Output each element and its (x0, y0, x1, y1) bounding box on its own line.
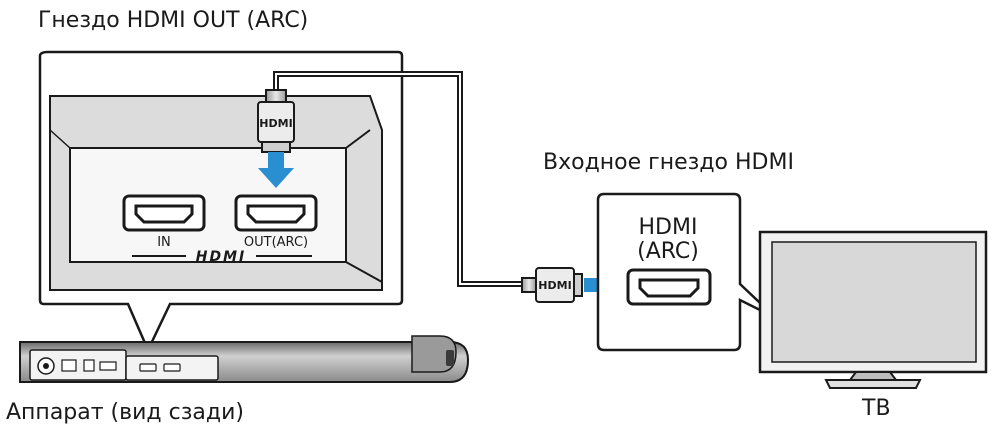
tv-hdmi-port-icon (626, 268, 712, 306)
panel-in-label: IN (157, 235, 171, 250)
arrow-down-icon (258, 152, 294, 188)
tv-icon (758, 230, 988, 389)
hdmi-plug-top-icon (257, 89, 295, 153)
tv-label: ТВ (862, 396, 891, 421)
hdmi-in-port-icon (122, 194, 206, 232)
hdmi-out-jack-label: Гнездо HDMI OUT (ARC) (38, 8, 309, 33)
rear-panel-callout (38, 50, 404, 354)
tv-port-label-line1: HDMI (638, 215, 698, 240)
soundbar-rear-icon (19, 335, 470, 383)
hdmi-plug-side-icon (521, 267, 583, 303)
tv-port-label: HDMI (ARC) (604, 216, 732, 264)
hdmi-input-jack-label: Входное гнездо HDMI (543, 150, 794, 175)
plug-side-label: HDMI (538, 279, 571, 292)
plug-top-label: HDMI (259, 117, 292, 130)
hdmi-out-port-icon (234, 194, 318, 232)
tv-port-label-line2: (ARC) (637, 239, 699, 264)
unit-rear-label: Аппарат (вид сзади) (6, 400, 244, 425)
panel-hdmi-logo: HDMI (196, 249, 246, 265)
panel-out-label: OUT(ARC) (244, 235, 308, 250)
